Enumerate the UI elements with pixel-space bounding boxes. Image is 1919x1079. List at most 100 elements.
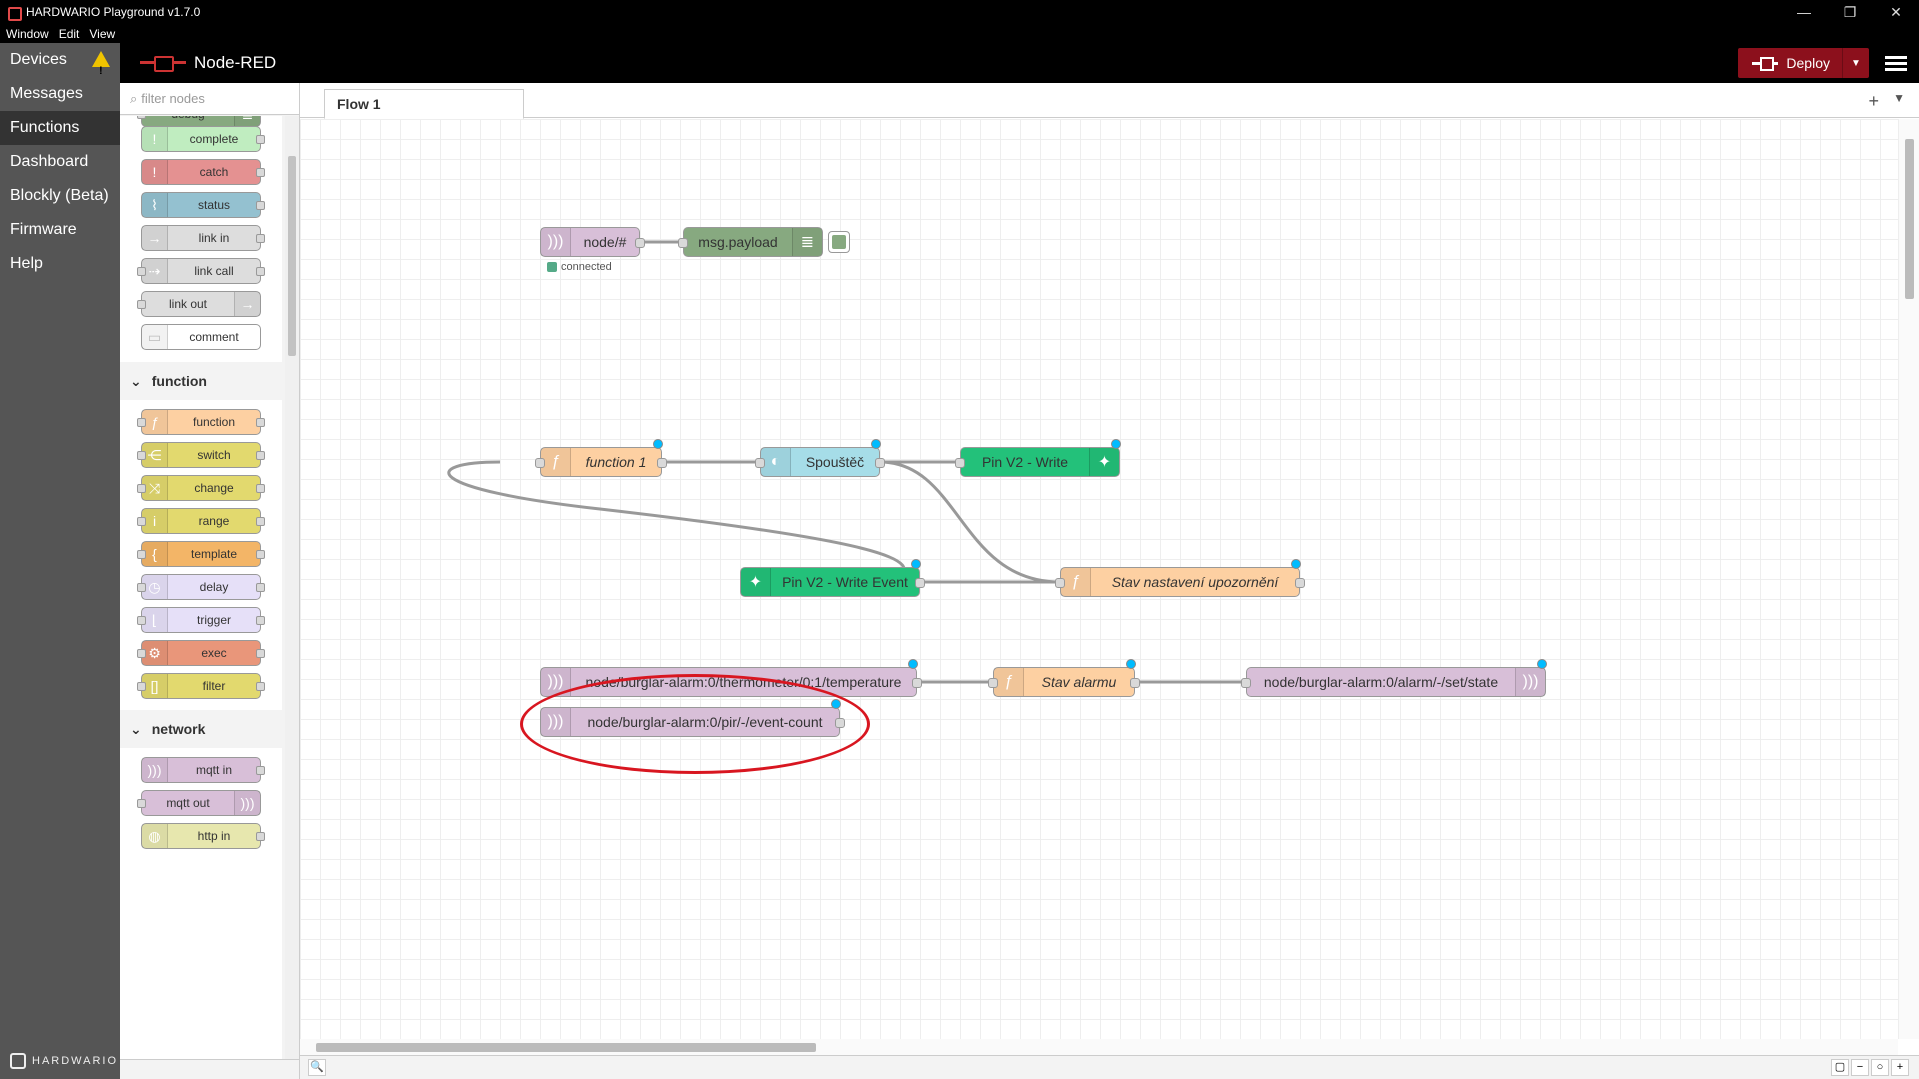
palette-node-mqtt-in[interactable]: )))mqtt in (141, 757, 265, 783)
chevron-down-icon: ⌄ (130, 720, 142, 737)
flow-node-alarm-state-mqtt-out[interactable]: node/burglar-alarm:0/alarm/-/set/state )… (1241, 659, 1547, 697)
gear-icon: ⚙ (142, 641, 168, 665)
node-status: connected (547, 261, 612, 273)
input-port[interactable] (755, 458, 765, 468)
maximize-button[interactable]: ❐ (1843, 3, 1857, 20)
debug-icon: ≣ (792, 228, 822, 256)
hardwario-logo-icon (10, 1053, 26, 1069)
input-port[interactable] (678, 238, 688, 248)
input-port[interactable] (988, 678, 998, 688)
app-logo-icon (6, 5, 22, 21)
menu-bar: Window Edit View (0, 24, 1919, 43)
category-network-header[interactable]: ⌄ network (120, 710, 282, 748)
palette-node-switch[interactable]: ⋲switch (137, 442, 265, 468)
tab-list-button[interactable]: ▼ (1893, 91, 1905, 105)
category-function-header[interactable]: ⌄ function (120, 362, 282, 400)
menu-edit[interactable]: Edit (58, 26, 80, 41)
palette-node-status[interactable]: ⌇status (141, 192, 265, 218)
palette-node-delay[interactable]: ◷delay (137, 574, 265, 600)
output-port[interactable] (875, 458, 885, 468)
trigger-icon: ⌊ (142, 608, 168, 632)
flow-node-mqtt-in[interactable]: ))) node/# (540, 227, 645, 257)
palette-node-change[interactable]: ⤨change (137, 475, 265, 501)
deploy-button[interactable]: Deploy (1738, 48, 1843, 78)
hamburger-icon (1885, 55, 1907, 59)
nav-functions[interactable]: Functions (0, 111, 120, 145)
hardwario-brand: HARDWARIO (10, 1053, 118, 1069)
function-icon: ƒ (541, 448, 571, 476)
deploy-icon (1752, 57, 1779, 71)
palette-node-http-in[interactable]: ◍http in (141, 823, 265, 849)
palette-node-mqtt-out[interactable]: mqtt out))) (137, 790, 261, 816)
nav-messages[interactable]: Messages (10, 85, 83, 102)
add-tab-button[interactable]: + (1868, 91, 1879, 111)
nav-devices[interactable]: Devices (0, 43, 120, 88)
canvas-vertical-scrollbar[interactable] (1898, 119, 1919, 1039)
node-red-header: Node-RED Deploy ▼ (120, 43, 1919, 83)
mqtt-icon: ))) (541, 228, 571, 256)
nav-help[interactable]: Help (10, 255, 43, 272)
nav-firmware[interactable]: Firmware (10, 221, 77, 238)
palette-node-link-out[interactable]: link out→ (137, 291, 261, 317)
status-dot-icon (547, 262, 557, 272)
zoom-out-button[interactable]: − (1851, 1059, 1869, 1076)
palette-scrollbar[interactable] (285, 116, 299, 1059)
flow-node-pin-v2-write-event[interactable]: ✦ Pin V2 - Write Event (740, 559, 925, 597)
menu-window[interactable]: Window (6, 26, 49, 41)
canvas-horizontal-scrollbar[interactable] (300, 1039, 1898, 1055)
flow-canvas[interactable]: ))) node/# connected msg.payload ≣ ƒ fun… (300, 119, 1898, 1039)
link-out-icon: → (234, 292, 260, 316)
changed-indicator (653, 439, 663, 449)
deploy-dropdown-button[interactable]: ▼ (1851, 57, 1861, 69)
palette-node-link-in[interactable]: →link in (141, 225, 265, 251)
palette-node-comment[interactable]: ▭comment (141, 324, 261, 350)
nav-blockly[interactable]: Blockly (Beta) (10, 187, 109, 204)
debug-toggle-button[interactable] (828, 231, 850, 253)
flow-node-debug[interactable]: msg.payload ≣ (678, 227, 850, 257)
palette-node-catch[interactable]: !catch (141, 159, 265, 185)
palette-node-template[interactable]: {template (137, 541, 265, 567)
change-icon: ⤨ (142, 476, 168, 500)
flow-node-pin-v2-write[interactable]: Pin V2 - Write ✦ (955, 439, 1121, 477)
close-button[interactable]: ✕ (1890, 3, 1902, 20)
output-port[interactable] (912, 678, 922, 688)
flow-node-stav-alarmu[interactable]: ƒ Stav alarmu (988, 659, 1140, 697)
flow-node-stav-nastaveni[interactable]: ƒ Stav nastavení upozornění (1055, 559, 1305, 597)
output-port[interactable] (1130, 678, 1140, 688)
minimize-button[interactable]: — (1797, 4, 1811, 20)
palette-node-complete[interactable]: !complete (141, 126, 265, 152)
input-port[interactable] (1241, 678, 1251, 688)
zoom-reset-button[interactable]: ○ (1871, 1059, 1889, 1076)
flow-node-function-1[interactable]: ƒ function 1 (535, 439, 667, 477)
switch-icon: ⋲ (142, 443, 168, 467)
palette-node-exec[interactable]: ⚙exec (137, 640, 265, 666)
search-flows-button[interactable]: 🔍 (308, 1059, 326, 1076)
flow-node-spoustec[interactable]: ◐ Spouštěč (755, 439, 885, 477)
link-call-icon: ⇢ (142, 259, 168, 283)
main-menu-button[interactable] (1885, 53, 1907, 74)
input-port[interactable] (955, 458, 965, 468)
menu-view[interactable]: View (89, 26, 116, 41)
input-port[interactable] (1055, 578, 1065, 588)
output-port[interactable] (1295, 578, 1305, 588)
changed-indicator (1291, 559, 1301, 569)
nav-dashboard[interactable]: Dashboard (10, 153, 89, 170)
comment-icon: ▭ (142, 325, 168, 349)
navigator-button[interactable]: ▢ (1831, 1059, 1849, 1076)
palette-node-trigger[interactable]: ⌊trigger (137, 607, 265, 633)
tab-flow-1[interactable]: Flow 1 (324, 89, 524, 119)
zoom-in-button[interactable]: + (1891, 1059, 1909, 1076)
output-port[interactable] (657, 458, 667, 468)
palette-node-link-call[interactable]: ⇢link call (137, 258, 265, 284)
input-port[interactable] (535, 458, 545, 468)
globe-icon: ◍ (142, 824, 168, 848)
palette-filter[interactable]: ⌕ filter nodes (120, 83, 299, 115)
blynk-icon: ✦ (741, 568, 771, 596)
output-port[interactable] (635, 238, 645, 248)
output-port[interactable] (915, 578, 925, 588)
palette-node-filter[interactable]: []filter (137, 673, 265, 699)
search-icon: ⌕ (130, 90, 138, 106)
palette-footer (120, 1059, 299, 1079)
